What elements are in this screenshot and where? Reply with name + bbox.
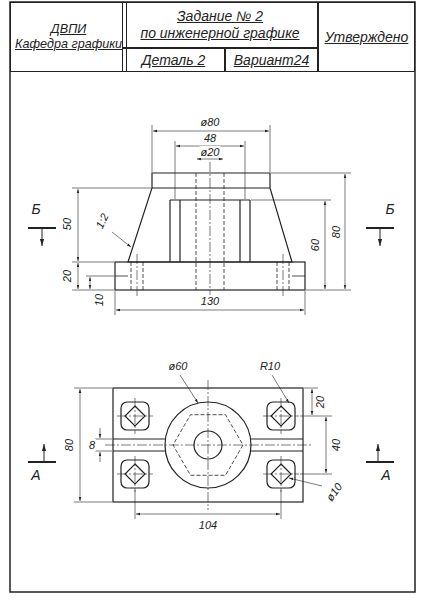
dimension: 104 <box>198 519 218 531</box>
dimension: 80 <box>330 225 342 239</box>
title-text: Утверждено <box>325 29 409 46</box>
dimension: ø10 <box>323 480 345 504</box>
dimension: ø60 <box>168 360 189 372</box>
dimension: 20 <box>61 269 73 283</box>
title-text: Вариант24 <box>234 52 309 69</box>
dimension: 60 <box>309 238 321 252</box>
dimension: 130 <box>200 295 220 307</box>
dimension: 20 <box>314 395 326 409</box>
slope-mark: 1:2 <box>93 211 111 232</box>
dimension: ø80 <box>200 116 221 128</box>
title-block-cell: ДВПИКафедра графики <box>10 2 127 72</box>
dimension: 80 <box>63 438 75 452</box>
title-text: Задание № 2 <box>177 8 263 25</box>
dimension: 48 <box>203 132 217 144</box>
title-block-cell: Деталь 2 <box>122 48 225 72</box>
section-letter: А <box>30 468 41 483</box>
title-block-cell: Утверждено <box>318 2 415 72</box>
dimension: 10 <box>93 293 105 307</box>
section-letter: Б <box>30 202 41 217</box>
dimension: 50 <box>61 217 73 231</box>
title-text: Кафедра графики <box>15 37 122 52</box>
title-block-cell: Вариант24 <box>225 48 318 72</box>
dimension: 40 <box>330 438 342 452</box>
dimension: R10 <box>259 360 281 372</box>
title-block-cell: Задание № 2по инженерной графике <box>122 2 318 48</box>
section-letter: А <box>380 468 391 483</box>
section-letter: Б <box>384 202 395 217</box>
title-text: Деталь 2 <box>142 52 206 69</box>
dimension: ø20 <box>200 146 221 158</box>
dimension: 8 <box>88 439 96 451</box>
title-text: по инженерной графике <box>140 25 299 42</box>
title-text: ДВПИ <box>51 22 86 37</box>
